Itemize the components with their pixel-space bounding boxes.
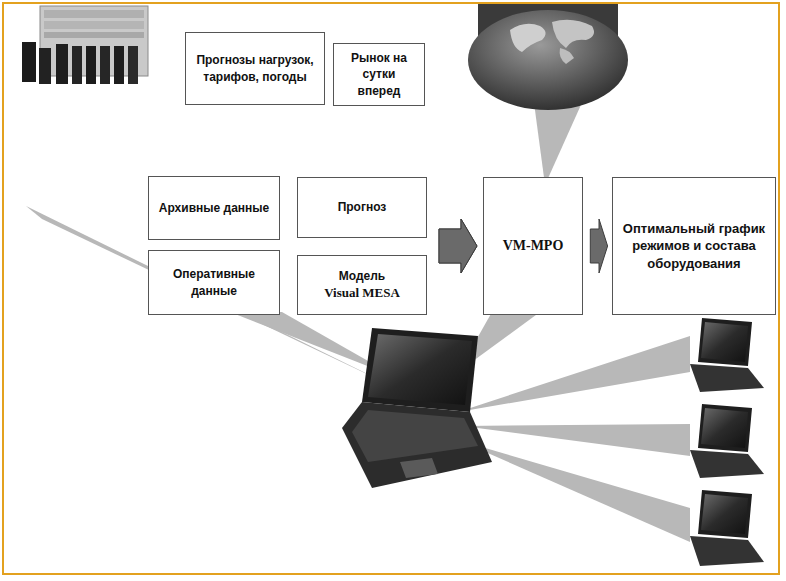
arrow-shape <box>439 219 477 273</box>
laptop <box>690 318 764 392</box>
model-box: МодельVisual MESA <box>297 255 427 315</box>
data-box: Оперативные данные <box>148 250 280 315</box>
box-label: VM-MPO <box>503 237 564 256</box>
laptop <box>690 490 764 566</box>
beam <box>458 336 690 412</box>
block-arrow <box>590 219 607 273</box>
box-label: Прогнозы нагрузок, тарифов, погоды <box>192 52 318 84</box>
laptop <box>690 404 764 478</box>
forecast-input-box: Прогнозы нагрузок, тарифов, погоды <box>185 32 325 105</box>
box-label: Прогноз <box>338 199 387 215</box>
arrow-shape <box>439 219 477 273</box>
process-box: Прогноз <box>297 177 427 238</box>
data-box: Архивные данные <box>148 176 280 240</box>
block-arrow <box>439 219 477 273</box>
beam <box>458 440 690 542</box>
box-label: Оптимальный график режимов и состава обо… <box>619 220 769 273</box>
block-arrow <box>439 219 477 273</box>
box-label: Модель <box>339 268 385 284</box>
box-label: Рынок на сутки вперед <box>340 50 418 99</box>
box-label: Архивные данные <box>159 200 269 216</box>
box-label: Оперативные данные <box>155 266 273 298</box>
optimizer-box: VM-MPO <box>483 177 583 315</box>
arrow-shape <box>590 219 607 273</box>
globe <box>468 4 628 110</box>
result-box: Оптимальный график режимов и состава обо… <box>612 177 776 315</box>
laptop <box>342 328 492 488</box>
box-label: Visual MESA <box>324 284 400 302</box>
server-rack <box>22 6 148 84</box>
beams <box>26 58 690 542</box>
market-box: Рынок на сутки вперед <box>333 43 425 106</box>
